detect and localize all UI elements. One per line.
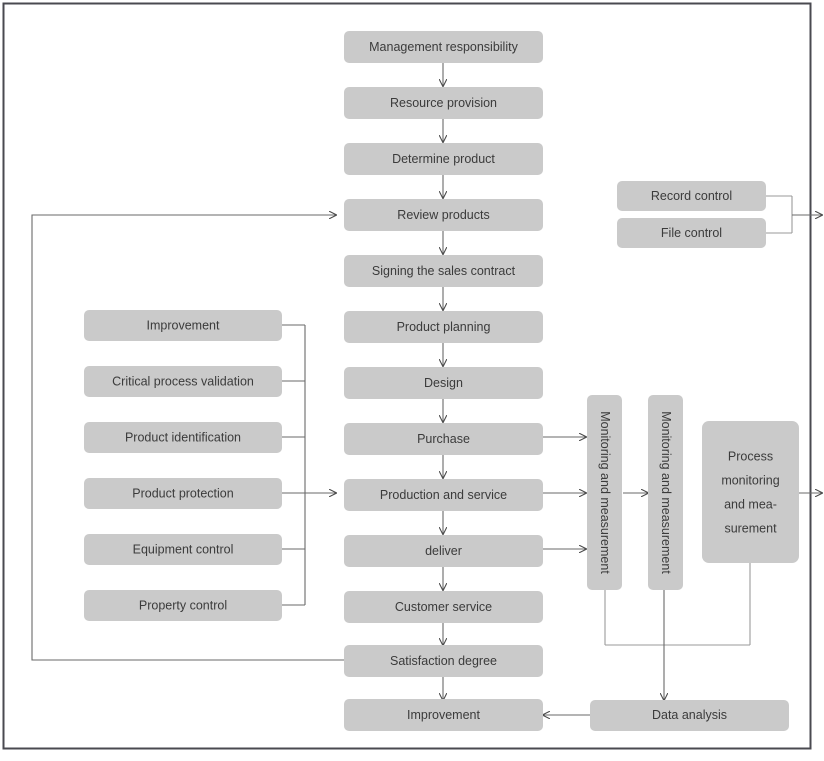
node-signing-the-sales-contract[interactable]: Signing the sales contract (344, 255, 543, 287)
node-improvement-bottom[interactable]: Improvement (344, 699, 543, 731)
node-data-analysis[interactable]: Data analysis (590, 700, 789, 731)
node-file-control[interactable]: File control (617, 218, 766, 248)
node-box[interactable] (84, 534, 282, 565)
node-box[interactable] (702, 421, 799, 563)
node-box[interactable] (344, 143, 543, 175)
node-box[interactable] (590, 700, 789, 731)
node-critical-process-validation-label: Critical process validation (112, 374, 254, 388)
process-monitoring-line-3: and mea- (724, 497, 777, 511)
node-property-control-label: Property control (139, 598, 227, 612)
node-box[interactable] (344, 535, 543, 567)
node-management-responsibility-label: Management responsibility (369, 40, 518, 54)
node-product-planning-label: Product planning (397, 320, 491, 334)
node-product-planning[interactable]: Product planning (344, 311, 543, 343)
node-monitoring-and-measurement-2[interactable]: Monitoring and measurement (648, 395, 683, 590)
node-improvement-bottom-label: Improvement (407, 708, 480, 722)
node-product-protection-label: Product protection (132, 486, 233, 500)
left-column-bus-connectors (282, 324, 336, 606)
process-monitoring-line-1: Process (728, 449, 773, 463)
node-product-protection[interactable]: Product protection (84, 478, 282, 509)
data-analysis-connectors (543, 563, 751, 715)
node-box[interactable] (344, 591, 543, 623)
node-equipment-control-label: Equipment control (133, 542, 234, 556)
node-deliver-label: deliver (425, 544, 462, 558)
node-customer-service[interactable]: Customer service (344, 591, 543, 623)
node-file-control-label: File control (661, 226, 722, 240)
node-property-control[interactable]: Property control (84, 590, 282, 621)
node-box[interactable] (344, 479, 543, 511)
node-production-and-service-label: Production and service (380, 488, 507, 502)
node-box[interactable] (648, 395, 683, 590)
node-deliver[interactable]: deliver (344, 535, 543, 567)
node-box[interactable] (344, 311, 543, 343)
node-record-control[interactable]: Record control (617, 181, 766, 211)
node-design[interactable]: Design (344, 367, 543, 399)
node-production-and-service[interactable]: Production and service (344, 479, 543, 511)
node-monitoring-and-measurement-1[interactable]: Monitoring and measurement (587, 395, 622, 590)
node-review-products-label: Review products (397, 208, 489, 222)
node-data-analysis-label: Data analysis (652, 708, 727, 722)
node-determine-product[interactable]: Determine product (344, 143, 543, 175)
node-box[interactable] (344, 87, 543, 119)
node-product-identification-label: Product identification (125, 430, 241, 444)
node-box[interactable] (344, 199, 543, 231)
node-resource-provision[interactable]: Resource provision (344, 87, 543, 119)
node-box[interactable] (344, 645, 543, 677)
process-monitoring-line-2: monitoring (721, 473, 779, 487)
node-box[interactable] (84, 590, 282, 621)
node-box[interactable] (84, 422, 282, 453)
node-box[interactable] (587, 395, 622, 590)
node-box[interactable] (344, 423, 543, 455)
node-critical-process-validation[interactable]: Critical process validation (84, 366, 282, 397)
node-improvement-label: Improvement (147, 318, 220, 332)
node-record-control-label: Record control (651, 189, 732, 203)
node-improvement[interactable]: Improvement (84, 310, 282, 341)
node-purchase-label: Purchase (417, 432, 470, 446)
node-monitoring-and-measurement-1-label: Monitoring and measurement (598, 411, 612, 574)
node-determine-product-label: Determine product (392, 152, 495, 166)
node-customer-service-label: Customer service (395, 600, 492, 614)
node-box[interactable] (344, 367, 543, 399)
node-satisfaction-degree[interactable]: Satisfaction degree (344, 645, 543, 677)
node-product-identification[interactable]: Product identification (84, 422, 282, 453)
node-signing-the-sales-contract-label: Signing the sales contract (372, 264, 516, 278)
node-management-responsibility[interactable]: Management responsibility (344, 31, 543, 63)
node-equipment-control[interactable]: Equipment control (84, 534, 282, 565)
node-purchase[interactable]: Purchase (344, 423, 543, 455)
record-file-control-connectors (766, 195, 822, 234)
node-review-products[interactable]: Review products (344, 199, 543, 231)
process-monitoring-line-4: surement (724, 521, 777, 535)
monitoring-feed-connectors (543, 437, 822, 549)
node-box[interactable] (617, 218, 766, 248)
node-box[interactable] (344, 255, 543, 287)
satisfaction-feedback-connector (31, 215, 344, 661)
diagram-frame (2, 2, 812, 750)
node-process-monitoring-and-measurement[interactable]: Process monitoring and mea- surement (702, 421, 799, 563)
node-satisfaction-degree-label: Satisfaction degree (390, 654, 497, 668)
node-box[interactable] (84, 478, 282, 509)
node-box[interactable] (344, 31, 543, 63)
node-design-label: Design (424, 376, 463, 390)
node-box[interactable] (344, 699, 543, 731)
node-box[interactable] (84, 310, 282, 341)
node-resource-provision-label: Resource provision (390, 96, 497, 110)
node-monitoring-and-measurement-2-label: Monitoring and measurement (659, 411, 673, 574)
node-box[interactable] (617, 181, 766, 211)
node-box[interactable] (84, 366, 282, 397)
